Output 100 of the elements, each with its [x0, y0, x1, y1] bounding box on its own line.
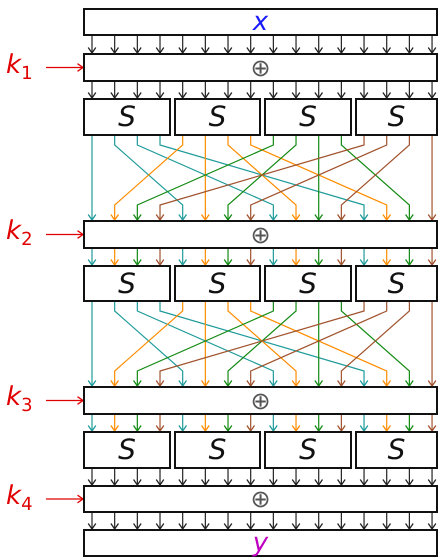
arrow — [46, 63, 84, 72]
arrow — [360, 415, 368, 432]
arrow — [314, 249, 324, 266]
arrow — [336, 82, 346, 99]
xor-symbol: ⊕ — [250, 388, 271, 412]
s-box-label: S — [388, 436, 406, 464]
arrow — [132, 249, 142, 266]
arrow — [314, 415, 324, 432]
arrow — [88, 302, 96, 387]
arrow — [224, 249, 232, 266]
arrow — [156, 513, 164, 530]
arrow — [246, 249, 256, 266]
s-box — [83, 431, 171, 469]
arrow — [360, 36, 368, 54]
arrow — [132, 415, 142, 432]
arrow — [336, 249, 346, 266]
arrow — [246, 469, 256, 486]
arrow — [178, 513, 188, 530]
s-box-label: S — [208, 103, 226, 131]
arrow — [314, 36, 324, 54]
s-box — [83, 98, 171, 136]
xor-box — [83, 53, 438, 82]
variable-label: x — [252, 9, 268, 35]
arrow — [292, 415, 300, 432]
arrow — [268, 513, 278, 530]
s-box-label: S — [208, 436, 226, 464]
input-box — [83, 8, 438, 36]
arrow — [46, 230, 84, 239]
s-box — [83, 265, 171, 302]
output-box — [83, 529, 438, 557]
arrow — [404, 469, 414, 486]
arrow — [360, 249, 368, 266]
arrow — [268, 249, 278, 266]
arrow — [88, 136, 96, 221]
s-box — [355, 98, 438, 136]
arrow — [428, 469, 436, 486]
arrow — [156, 36, 164, 54]
arrow — [200, 513, 210, 530]
arrow — [178, 36, 188, 54]
arrow — [428, 302, 436, 387]
arrow — [428, 136, 436, 221]
arrow — [404, 36, 414, 54]
s-box — [264, 431, 352, 469]
arrow — [132, 36, 142, 54]
key-label: k$_{3}$ — [6, 384, 33, 416]
arrow — [292, 513, 300, 530]
arrow — [246, 82, 256, 99]
arrow — [200, 302, 210, 387]
arrow — [156, 249, 164, 266]
s-box-label: S — [118, 436, 136, 464]
arrow — [110, 36, 120, 54]
arrow — [178, 82, 188, 99]
arrow — [88, 469, 96, 486]
arrow — [246, 513, 256, 530]
arrow — [382, 513, 392, 530]
xor-symbol: ⊕ — [250, 56, 271, 80]
arrow — [156, 469, 164, 486]
arrow — [110, 249, 120, 266]
arrow — [88, 249, 96, 266]
arrow — [200, 249, 210, 266]
arrow — [336, 415, 346, 432]
arrow — [336, 36, 346, 54]
arrow — [382, 415, 392, 432]
arrow — [336, 513, 346, 530]
arrow — [292, 249, 300, 266]
arrow — [200, 469, 210, 486]
xor-symbol: ⊕ — [250, 222, 271, 246]
arrow — [382, 469, 392, 486]
key-label: k$_{4}$ — [6, 483, 33, 515]
arrow — [132, 82, 142, 99]
arrow — [46, 494, 84, 504]
s-box-label: S — [118, 103, 136, 131]
s-box-label: S — [388, 270, 406, 298]
xor-symbol: ⊕ — [250, 487, 271, 511]
xor-box — [83, 220, 438, 249]
s-box-label: S — [299, 103, 317, 131]
arrow — [360, 82, 368, 99]
arrow — [428, 82, 436, 99]
arrow — [178, 415, 188, 432]
s-box-label: S — [208, 270, 226, 298]
arrow — [246, 415, 256, 432]
arrow — [360, 513, 368, 530]
arrow — [156, 415, 164, 432]
arrow — [110, 82, 120, 99]
s-box — [174, 98, 261, 136]
arrow — [314, 136, 324, 221]
arrow — [224, 513, 232, 530]
s-box-label: S — [388, 103, 406, 131]
arrow — [200, 136, 210, 221]
key-label: k$_{2}$ — [6, 218, 33, 250]
arrow — [360, 469, 368, 486]
arrow — [292, 469, 300, 486]
arrow — [382, 36, 392, 54]
arrow — [88, 415, 96, 432]
arrow — [200, 36, 210, 54]
arrow — [382, 249, 392, 266]
arrow — [224, 415, 232, 432]
arrow — [314, 513, 324, 530]
arrow — [178, 249, 188, 266]
s-box-label: S — [299, 270, 317, 298]
